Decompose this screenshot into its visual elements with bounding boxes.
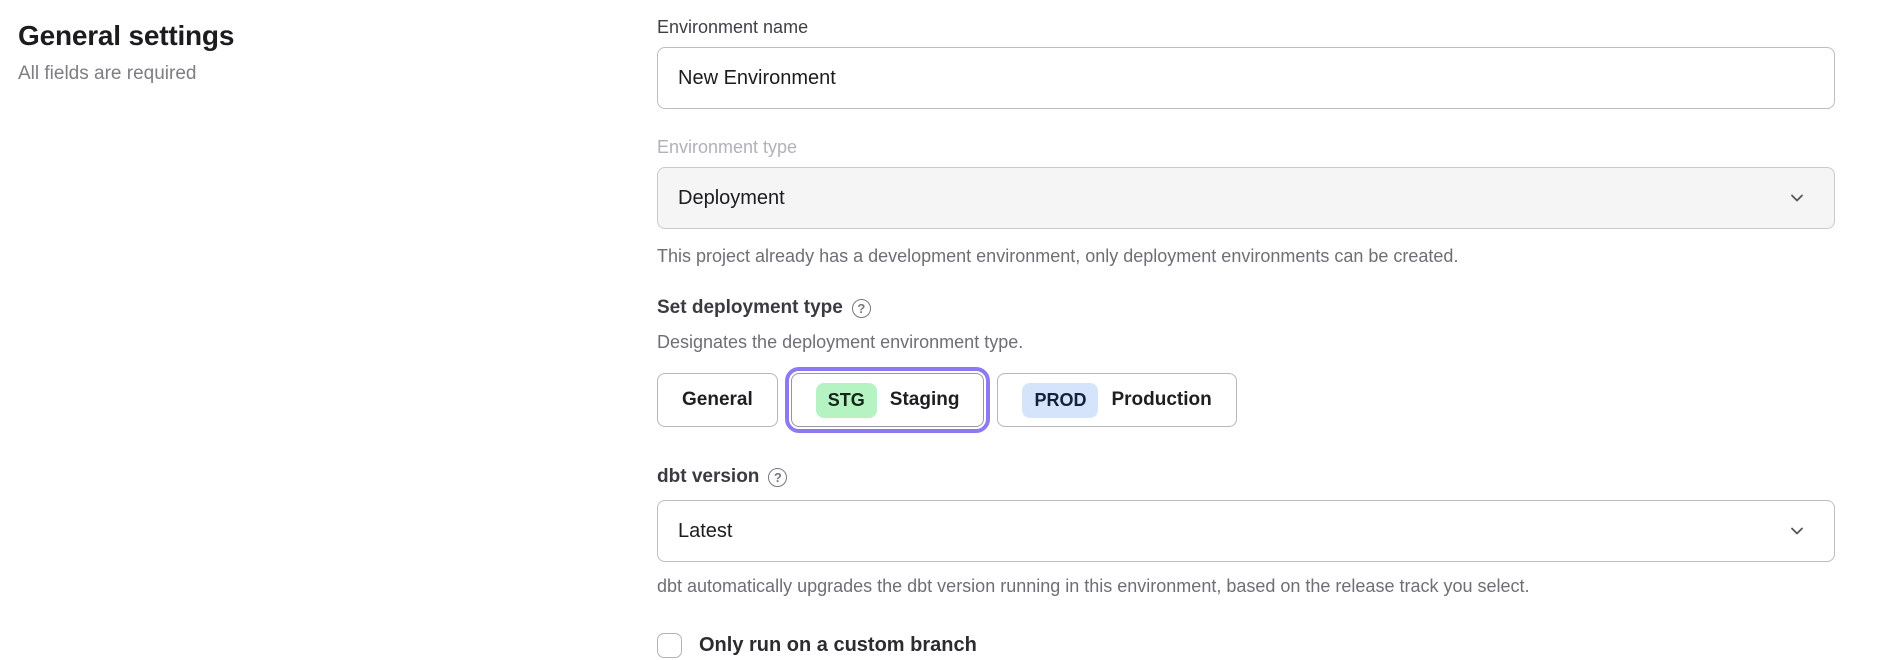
- environment-type-value: Deployment: [678, 186, 785, 209]
- chevron-down-icon: [1788, 522, 1806, 540]
- dbt-version-select[interactable]: Latest: [657, 500, 1835, 562]
- deployment-type-button-general[interactable]: General: [657, 373, 778, 427]
- page-title: General settings: [18, 20, 235, 51]
- deployment-type-label: Set deployment type: [657, 297, 843, 318]
- production-badge: PROD: [1022, 382, 1099, 418]
- environment-name-input[interactable]: [657, 47, 1835, 109]
- custom-branch-label: Only run on a custom branch: [699, 634, 977, 656]
- button-label: Staging: [889, 389, 960, 410]
- settings-header: General settings All fields are required: [0, 0, 657, 660]
- custom-branch-row[interactable]: Only run on a custom branch: [657, 633, 1835, 658]
- environment-name-label: Environment name: [657, 17, 809, 37]
- dbt-version-label: dbt version: [657, 466, 760, 487]
- deployment-type-helper: Designates the deployment environment ty…: [657, 332, 1024, 352]
- environment-settings-form: Environment name Environment type Deploy…: [657, 0, 1835, 660]
- button-label: General: [682, 389, 753, 410]
- deployment-type-button-production[interactable]: PROD Production: [997, 373, 1237, 427]
- dbt-version-value: Latest: [678, 519, 733, 542]
- dbt-version-helper: dbt automatically upgrades the dbt versi…: [657, 576, 1530, 596]
- deployment-type-button-staging[interactable]: STG Staging: [784, 367, 991, 433]
- environment-type-helper: This project already has a development e…: [657, 246, 1459, 266]
- custom-branch-checkbox[interactable]: [657, 633, 682, 658]
- button-label: Production: [1111, 389, 1212, 410]
- staging-badge: STG: [815, 382, 877, 418]
- help-icon[interactable]: ?: [768, 467, 788, 487]
- help-icon[interactable]: ?: [851, 298, 871, 318]
- deployment-type-button-group: General STG Staging PROD Production: [657, 367, 1835, 433]
- page-subtitle: All fields are required: [18, 63, 197, 84]
- environment-type-label: Environment type: [657, 137, 798, 157]
- chevron-down-icon: [1788, 189, 1806, 207]
- environment-type-select: Deployment: [657, 167, 1835, 229]
